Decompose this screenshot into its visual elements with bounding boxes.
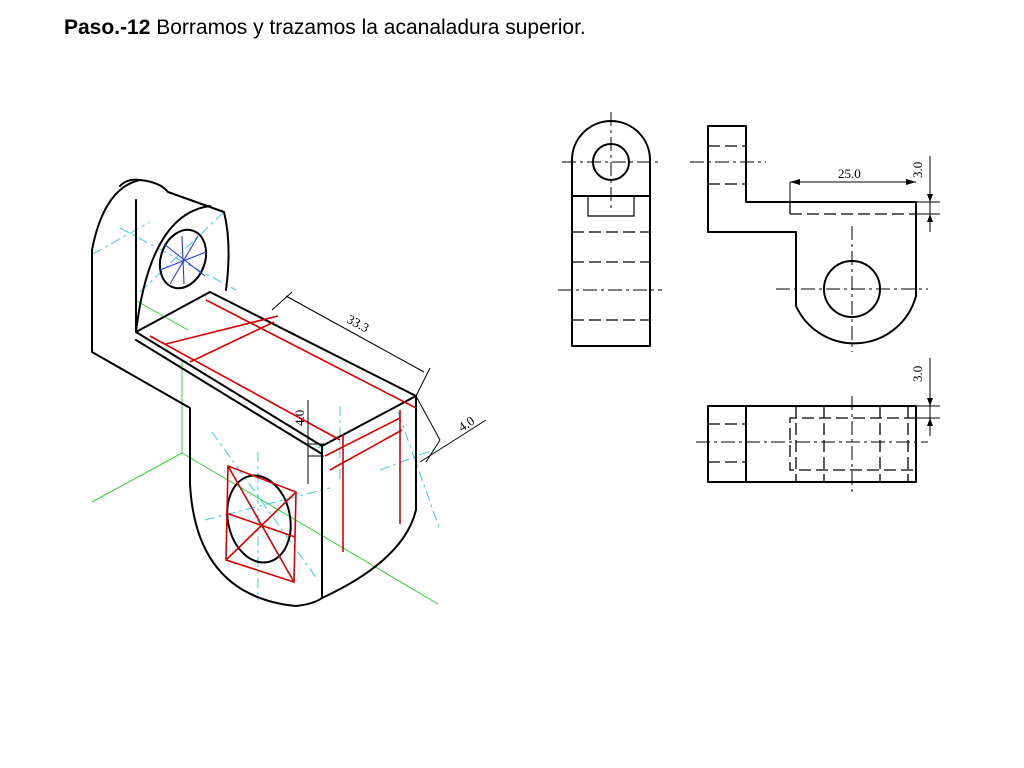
dimension-33-3: 33.3 <box>271 291 431 397</box>
upper-hole-construction <box>159 235 207 285</box>
top-view: 3.0 <box>696 358 940 494</box>
step-label: Paso.-12 <box>64 16 151 39</box>
dimension-4-0-diagonal-label: 4.0 <box>455 413 477 435</box>
dimension-4-0-diagonal: 4.0 <box>415 395 487 463</box>
dimension-25-0-label: 25.0 <box>838 166 861 181</box>
dimension-4-0-vertical-label: 4.0 <box>292 410 307 426</box>
dimension-33-3-label: 33.3 <box>345 311 372 335</box>
step-description: Borramos y trazamos la acanaladura super… <box>156 16 586 39</box>
center-lines <box>92 211 441 600</box>
front-view <box>558 112 662 347</box>
dimension-4-0-vertical: 4.0 <box>292 400 324 484</box>
isometric-axes <box>91 299 439 605</box>
slide-title: Paso.-12 Borramos y trazamos la acanalad… <box>64 16 586 40</box>
part-outline <box>91 178 417 607</box>
dimension-3-0-side-label: 3.0 <box>910 162 925 178</box>
side-view: 25.0 3.0 <box>690 125 940 352</box>
dimension-3-0-top-label: 3.0 <box>910 366 925 382</box>
isometric-view: 33.3 4.0 4.0 <box>91 178 487 607</box>
